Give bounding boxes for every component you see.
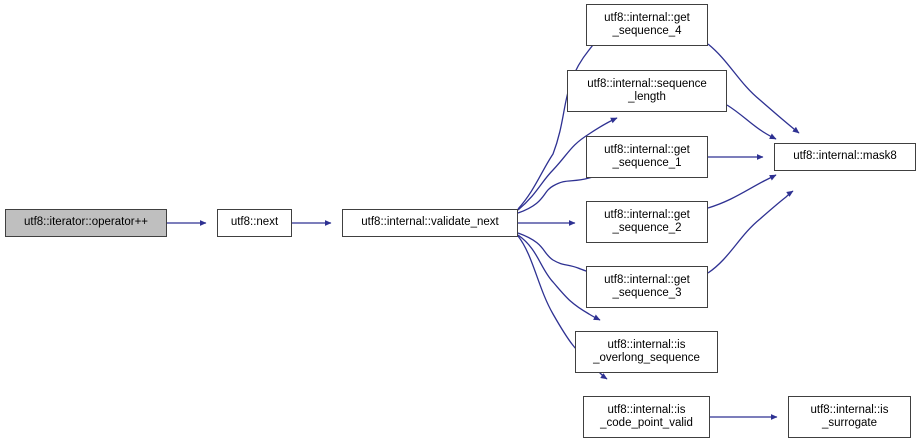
graph-node-validate-next[interactable]: utf8::internal::validate_next <box>342 209 518 237</box>
graph-node-label-mask8: utf8::internal::mask8 <box>793 150 897 163</box>
edge-validate-next-to-get-sequence-4 <box>517 38 600 210</box>
graph-node-is-overlong-sequence[interactable]: utf8::internal::is _overlong_sequence <box>575 331 718 373</box>
graph-node-label-is-code-point-valid: utf8::internal::is _code_point_valid <box>600 403 693 430</box>
edge-get-sequence-2-to-mask8 <box>707 174 777 209</box>
graph-node-next[interactable]: utf8::next <box>217 209 292 237</box>
graph-node-get-sequence-3[interactable]: utf8::internal::get _sequence_3 <box>586 266 708 308</box>
graph-node-label-get-sequence-3: utf8::internal::get _sequence_3 <box>604 273 690 300</box>
graph-node-label-is-surrogate: utf8::internal::is _surrogate <box>810 403 889 430</box>
graph-node-label-sequence-length: utf8::internal::sequence _length <box>587 77 707 104</box>
graph-node-get-sequence-1[interactable]: utf8::internal::get _sequence_1 <box>586 136 708 178</box>
graph-node-label-next: utf8::next <box>230 216 279 229</box>
graph-node-is-surrogate[interactable]: utf8::internal::is _surrogate <box>788 396 911 438</box>
edge-validate-next-to-get-sequence-3 <box>517 232 595 275</box>
graph-node-sequence-length[interactable]: utf8::internal::sequence _length <box>567 70 727 112</box>
graph-node-label-is-overlong-sequence: utf8::internal::is _overlong_sequence <box>593 338 700 365</box>
graph-node-operator-increment[interactable]: utf8::iterator::operator++ <box>5 209 167 237</box>
graph-node-get-sequence-4[interactable]: utf8::internal::get _sequence_4 <box>586 4 708 46</box>
graph-node-mask8[interactable]: utf8::internal::mask8 <box>774 143 916 171</box>
graph-node-label-validate-next: utf8::internal::validate_next <box>361 216 499 229</box>
edge-sequence-length-to-mask8 <box>726 104 777 140</box>
graph-node-label-get-sequence-4: utf8::internal::get _sequence_4 <box>604 11 690 38</box>
edge-get-sequence-3-to-mask8 <box>707 190 794 274</box>
graph-node-label-operator-increment: utf8::iterator::operator++ <box>23 216 149 229</box>
graph-node-get-sequence-2[interactable]: utf8::internal::get _sequence_2 <box>586 201 708 243</box>
graph-node-label-get-sequence-1: utf8::internal::get _sequence_1 <box>604 143 690 170</box>
graph-node-is-code-point-valid[interactable]: utf8::internal::is _code_point_valid <box>583 396 710 438</box>
graph-node-label-get-sequence-2: utf8::internal::get _sequence_2 <box>604 208 690 235</box>
